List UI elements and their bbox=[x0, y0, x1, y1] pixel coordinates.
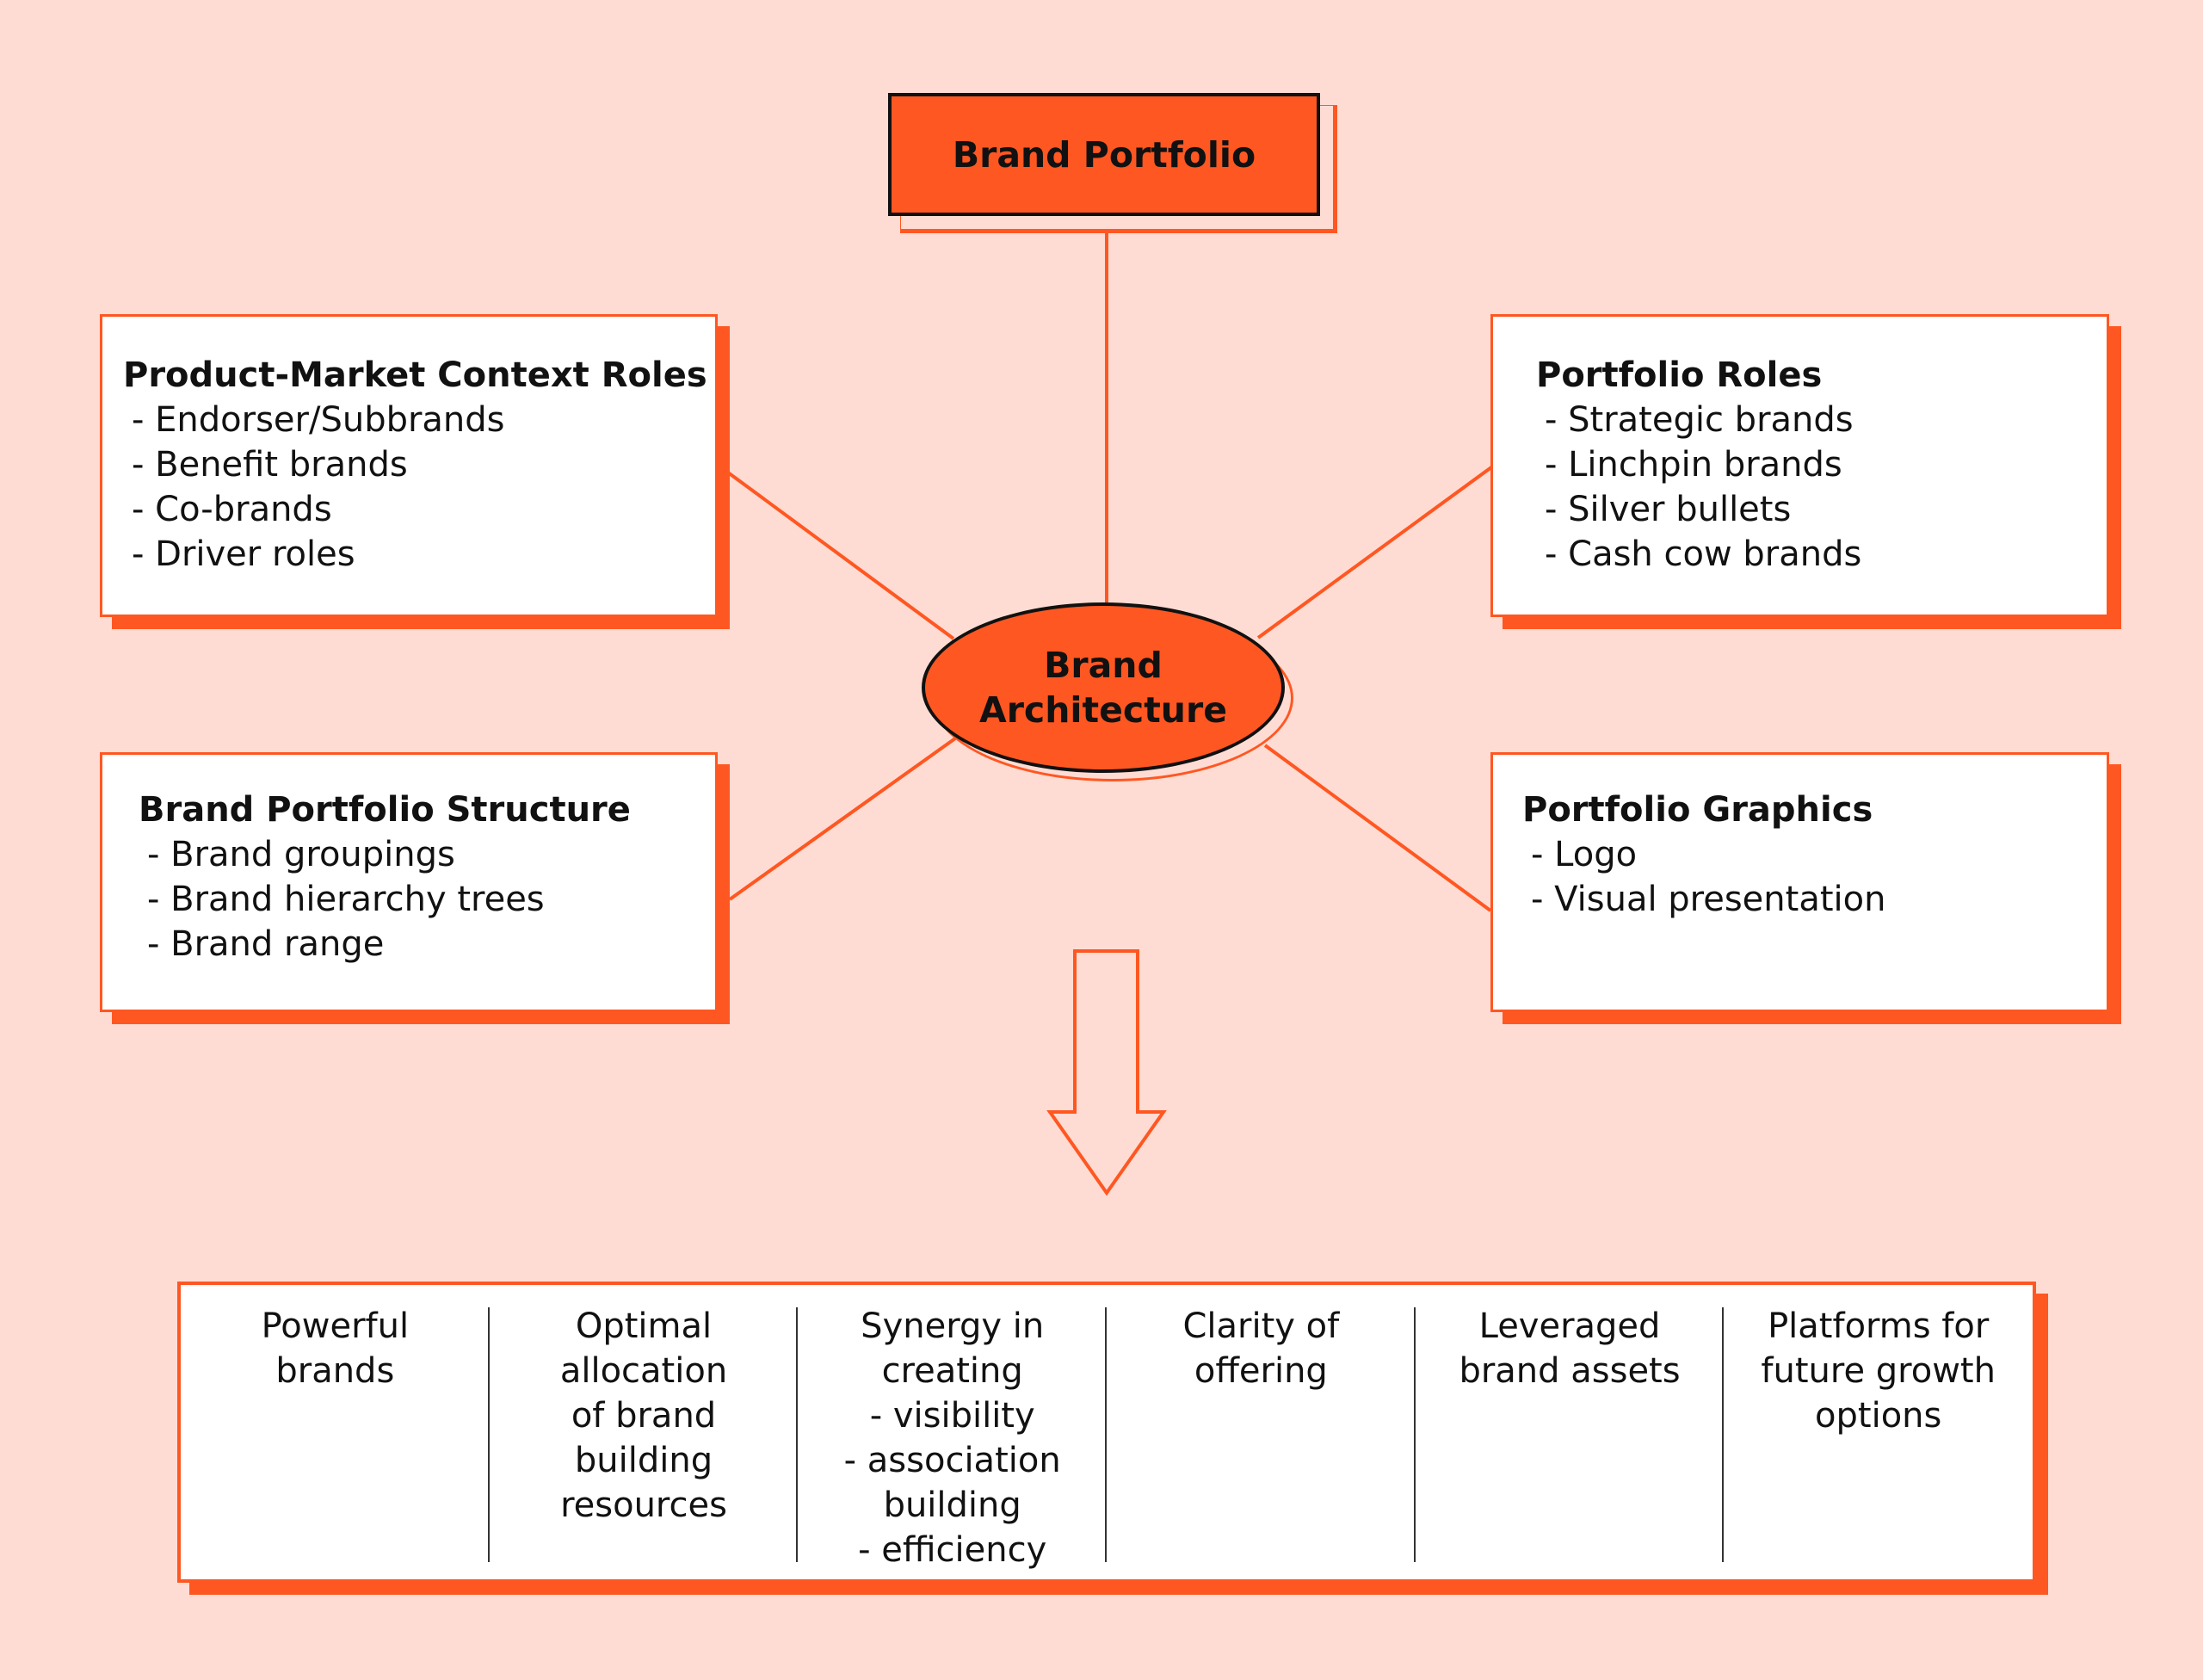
column-divider bbox=[1413, 1307, 1416, 1562]
outcome-line: Synergy in bbox=[861, 1306, 1045, 1346]
portfolio-graphics-title: Portfolio Graphics bbox=[1522, 790, 1873, 830]
outcome-line: - visibility bbox=[869, 1396, 1035, 1436]
product-market-context-box: Product-Market Context Roles - Endorser/… bbox=[100, 314, 718, 617]
product-market-title: Product-Market Context Roles bbox=[123, 355, 707, 395]
connector-top-right bbox=[1256, 466, 1493, 639]
center-line: Brand bbox=[1044, 645, 1163, 686]
list-item: - Co-brands bbox=[132, 490, 332, 529]
portfolio-roles-box: Portfolio Roles - Strategic brands - Lin… bbox=[1490, 314, 2109, 617]
column-divider bbox=[1105, 1307, 1108, 1562]
outcome-line: allocation bbox=[559, 1351, 728, 1391]
brand-portfolio-structure-box: Brand Portfolio Structure - Brand groupi… bbox=[100, 752, 718, 1012]
outcome-column: Synergy in creating - visibility - assoc… bbox=[798, 1285, 1108, 1579]
outcome-column: Optimal allocation of brand building res… bbox=[490, 1285, 799, 1579]
outcome-line: creating bbox=[881, 1351, 1023, 1391]
outcome-line: offering bbox=[1194, 1351, 1328, 1391]
column-divider bbox=[796, 1307, 799, 1562]
outcome-line: brands bbox=[275, 1351, 395, 1391]
outcome-line: building bbox=[574, 1441, 713, 1480]
center-line: Architecture bbox=[978, 689, 1228, 731]
connector-bottom-left bbox=[728, 737, 957, 901]
portfolio-roles-title: Portfolio Roles bbox=[1536, 355, 1823, 395]
column-divider bbox=[487, 1307, 490, 1562]
list-item: - Silver bullets bbox=[1545, 490, 1792, 529]
list-item: - Logo bbox=[1531, 835, 1638, 874]
outcome-line: of brand bbox=[571, 1396, 717, 1436]
list-item: - Brand hierarchy trees bbox=[147, 880, 545, 919]
outcome-line: Leveraged bbox=[1478, 1306, 1661, 1346]
outcome-line: resources bbox=[560, 1485, 727, 1525]
outcome-column: Leveraged brand assets bbox=[1416, 1285, 1725, 1579]
outcome-line: Optimal bbox=[575, 1306, 713, 1346]
connector-top-left bbox=[726, 471, 955, 640]
list-item: - Benefit brands bbox=[132, 445, 408, 485]
brand-portfolio-label: Brand Portfolio bbox=[952, 133, 1256, 176]
outcome-line: - association bbox=[843, 1441, 1061, 1480]
list-item: - Linchpin brands bbox=[1545, 445, 1842, 485]
outcome-line: building bbox=[883, 1485, 1021, 1525]
portfolio-graphics-box: Portfolio Graphics - Logo - Visual prese… bbox=[1490, 752, 2109, 1012]
outcome-line: - efficiency bbox=[858, 1530, 1047, 1570]
list-item: - Brand groupings bbox=[147, 835, 455, 874]
outcome-line: Clarity of bbox=[1182, 1306, 1340, 1346]
outcome-column: Platforms for future growth options bbox=[1724, 1285, 2033, 1579]
list-item: - Strategic brands bbox=[1545, 400, 1854, 440]
list-item: - Visual presentation bbox=[1531, 880, 1886, 919]
column-divider bbox=[1722, 1307, 1725, 1562]
list-item: - Driver roles bbox=[132, 534, 355, 574]
connector-bottom-right bbox=[1263, 744, 1492, 912]
outcome-column: Clarity of offering bbox=[1107, 1285, 1416, 1579]
outcome-line: options bbox=[1815, 1396, 1942, 1436]
list-item: - Brand range bbox=[147, 924, 385, 964]
outcome-column: Powerful brands bbox=[181, 1285, 490, 1579]
outcomes-box: Powerful brands Optimal allocation of br… bbox=[177, 1282, 2036, 1583]
outcome-line: future growth bbox=[1761, 1351, 1996, 1391]
list-item: - Endorser/Subbrands bbox=[132, 400, 505, 440]
outcome-line: brand assets bbox=[1459, 1351, 1681, 1391]
outcome-line: Powerful bbox=[261, 1306, 410, 1346]
brand-portfolio-structure-title: Brand Portfolio Structure bbox=[139, 790, 631, 830]
outcome-line: Platforms for bbox=[1768, 1306, 1990, 1346]
down-arrow-icon bbox=[1046, 949, 1167, 1196]
brand-portfolio-box: Brand Portfolio bbox=[888, 93, 1320, 216]
brand-architecture-node: Brand Architecture bbox=[922, 602, 1285, 773]
list-item: - Cash cow brands bbox=[1545, 534, 1862, 574]
